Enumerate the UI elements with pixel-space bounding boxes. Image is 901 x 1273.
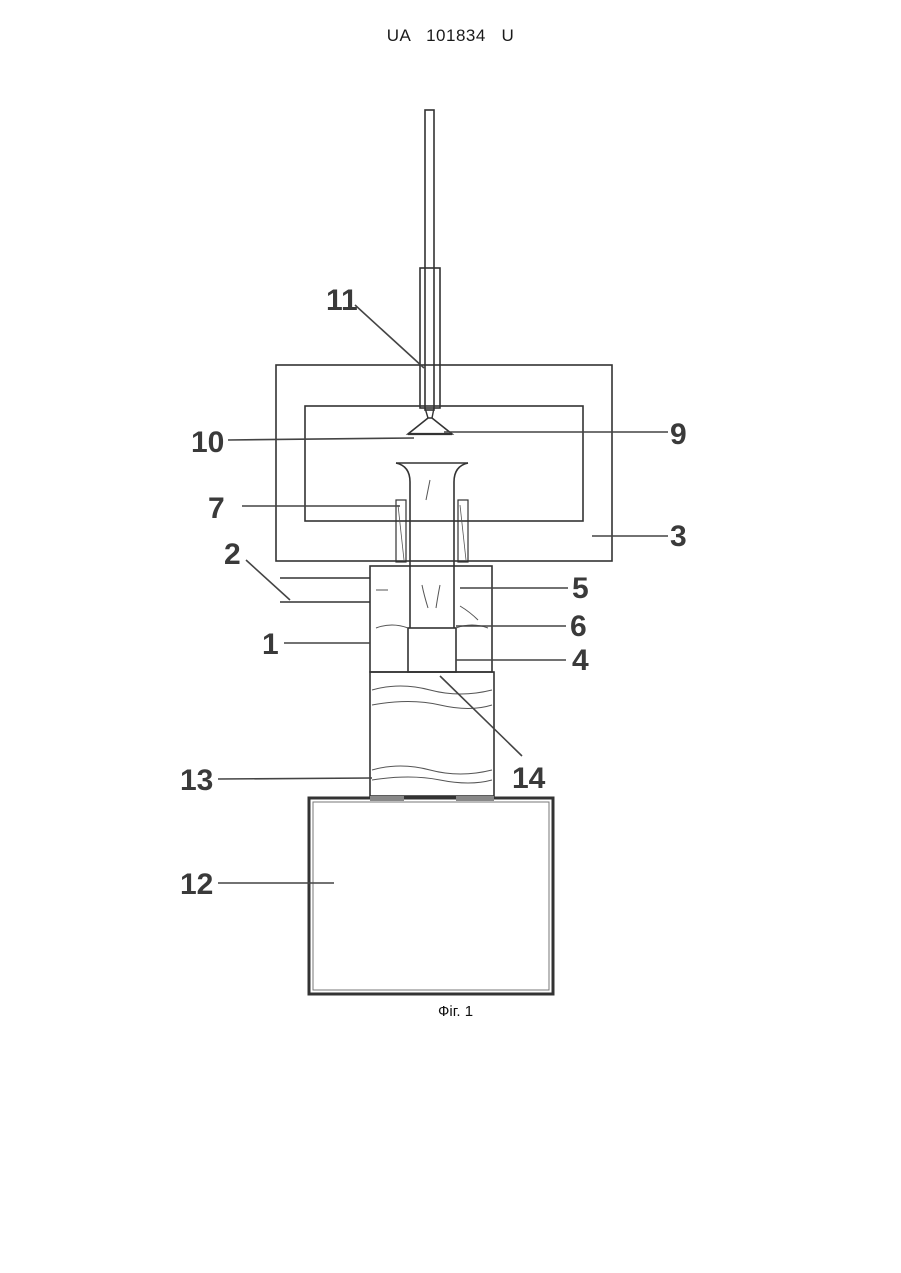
callout-9: 9	[670, 418, 687, 451]
callout-12: 12	[180, 868, 213, 901]
callout-4: 4	[572, 644, 589, 677]
callout-3: 3	[670, 520, 687, 553]
callout-6: 6	[570, 610, 587, 643]
inner-tube	[396, 463, 468, 628]
receiver-12	[309, 796, 553, 994]
callout-11: 11	[326, 284, 358, 317]
callout-1: 1	[262, 628, 279, 661]
callout-13: 13	[180, 764, 213, 797]
leader-2	[246, 560, 290, 600]
nozzle-cone	[408, 408, 452, 434]
callout-2: 2	[224, 538, 241, 571]
figure-caption: Фіг. 1	[438, 1003, 473, 1020]
callout-14: 14	[512, 762, 546, 795]
leader-13	[218, 778, 372, 779]
leader-14	[440, 676, 522, 756]
callout-10: 10	[191, 426, 224, 459]
body-1	[280, 566, 492, 672]
leader-11	[355, 305, 424, 368]
leader-10	[228, 438, 414, 440]
lower-section-13	[370, 672, 494, 796]
callout-5: 5	[572, 572, 589, 605]
callout-7: 7	[208, 492, 225, 525]
